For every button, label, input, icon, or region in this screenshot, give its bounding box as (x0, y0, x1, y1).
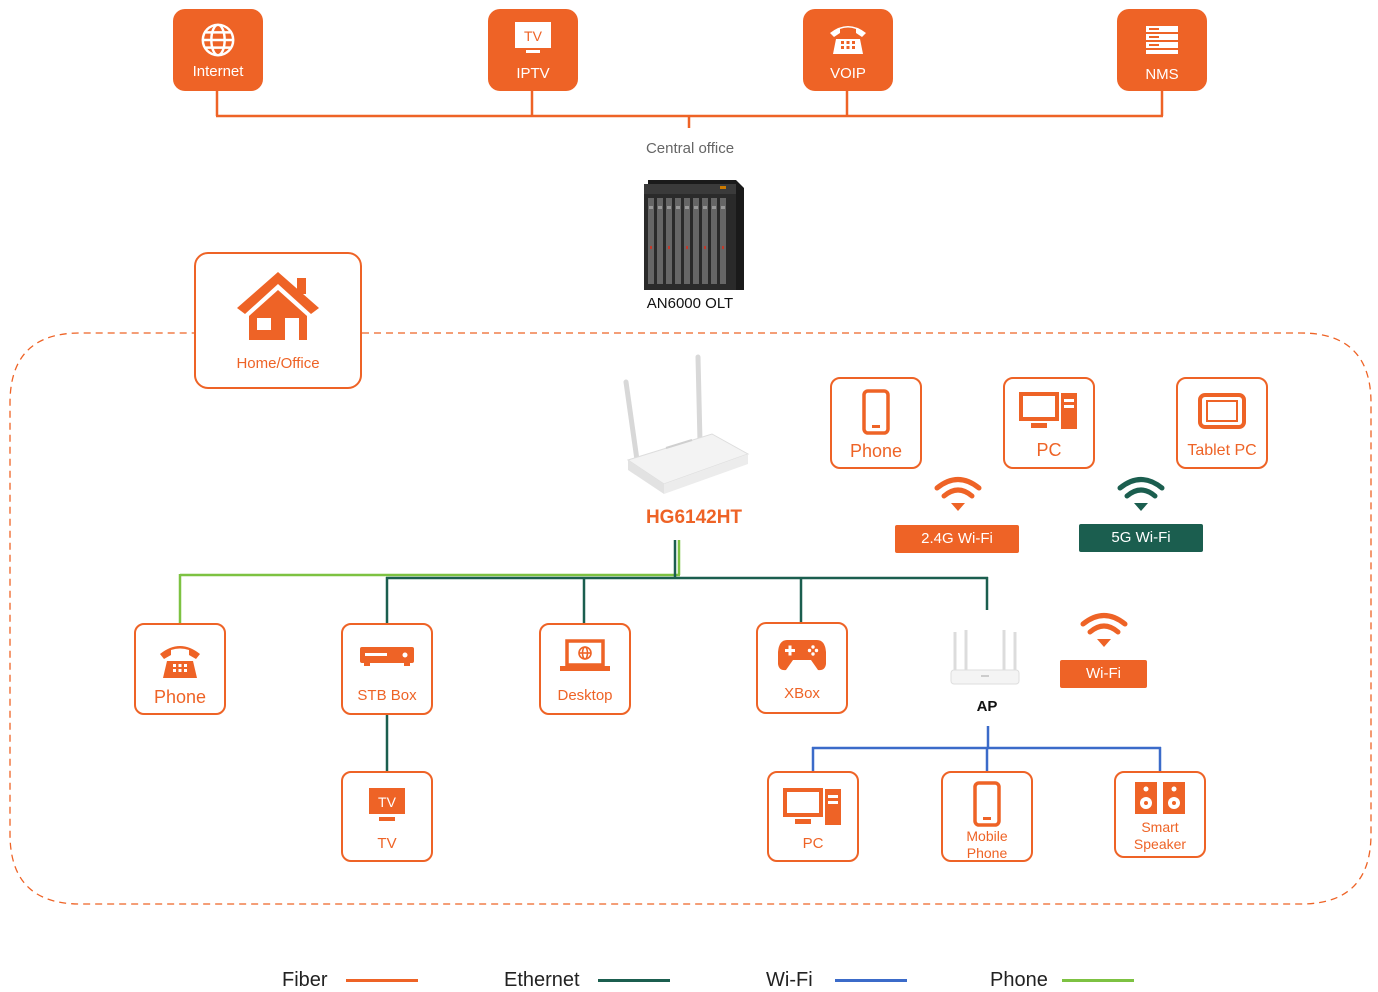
laptop-icon (560, 639, 610, 671)
telephone-icon (160, 646, 200, 678)
legend-swatch (345, 979, 418, 982)
set-top-box-icon (360, 647, 414, 666)
legend-ethernet: Ethernet (504, 969, 670, 992)
ap-image (950, 630, 1020, 685)
service-internet: Internet (173, 9, 263, 91)
legend-swatch (597, 979, 670, 982)
legend-swatch (1061, 979, 1134, 982)
ap-client-speaker: Smart Speaker (1114, 771, 1206, 858)
tv-icon-text: TV (378, 794, 397, 810)
service-label: VOIP (830, 65, 866, 82)
telephone-icon (830, 26, 866, 54)
service-label: IPTV (516, 65, 550, 82)
legend-label: Fiber (282, 969, 328, 991)
smartphone-icon (862, 389, 890, 435)
speaker-icon (1135, 782, 1185, 814)
ont-router-image (623, 354, 750, 494)
ont-label: HG6142HT (645, 507, 743, 528)
device-label: Phone (153, 687, 207, 707)
ethernet-lines (385, 540, 989, 772)
legend-wifi: Wi-Fi (766, 969, 907, 992)
legend-fiber: Fiber (282, 969, 418, 992)
device-label: Mobile Phone (966, 828, 1008, 861)
device-label: TV (377, 835, 397, 852)
wired-device-xbox: XBox (756, 622, 848, 714)
service-voip: VOIP (803, 9, 893, 91)
wifi-device-pc: PC (1003, 377, 1095, 469)
central-office-label: Central office (645, 140, 735, 157)
wifi-24g-tag: 2.4G Wi-Fi (895, 525, 1019, 553)
device-label: Tablet PC (1187, 442, 1257, 459)
tv-icon: TV (515, 22, 551, 53)
device-label: PC (1036, 440, 1062, 460)
device-label: Desktop (557, 687, 613, 704)
fiber-lines (215, 91, 1164, 128)
tv-icon-text: TV (524, 28, 543, 44)
service-label: Internet (192, 63, 244, 80)
server-icon (1146, 26, 1178, 54)
globe-icon (201, 23, 235, 57)
olt-chassis-image (644, 180, 744, 290)
wired-device-stb: STB Box (341, 623, 433, 715)
home-office-boundary (9, 332, 1372, 905)
desktop-pc-icon (1019, 392, 1077, 429)
olt-label: AN6000 OLT (646, 295, 734, 312)
gamepad-icon (778, 640, 826, 671)
legend-swatch (834, 979, 907, 982)
legend-label: Phone (990, 969, 1048, 991)
legend-phone: Phone (990, 969, 1134, 992)
ap-wifi-icon (1080, 613, 1128, 647)
wifi-lines (811, 726, 1162, 772)
service-nms: NMS (1117, 9, 1207, 91)
house-icon (237, 272, 319, 340)
legend-label: Ethernet (504, 969, 580, 991)
smartphone-icon (973, 781, 1001, 827)
wired-device-phone: Phone (134, 623, 226, 715)
ap-client-pc: PC (767, 771, 859, 862)
wifi-device-tablet: Tablet PC (1176, 377, 1268, 469)
wifi-5g-tag: 5G Wi-Fi (1079, 524, 1203, 552)
wifi-device-phone: Phone (830, 377, 922, 469)
tablet-icon (1198, 393, 1246, 429)
home-office-label: Home/Office (236, 355, 320, 372)
service-label: NMS (1145, 66, 1179, 83)
ap-client-mobile: Mobile Phone (941, 771, 1033, 862)
home-office-box: Home/Office (194, 252, 362, 389)
wifi-24g-icon (934, 477, 982, 511)
tv-device: TV TV (341, 771, 433, 862)
desktop-pc-icon (783, 788, 841, 825)
legend-label: Wi-Fi (766, 969, 813, 991)
device-label: Smart Speaker (1133, 819, 1187, 852)
device-label: XBox (784, 685, 820, 702)
service-iptv: TV IPTV (488, 9, 578, 91)
ap-label: AP (976, 698, 998, 715)
phone-lines (178, 540, 681, 624)
device-label: STB Box (357, 687, 417, 704)
device-label: Phone (849, 441, 903, 461)
device-label: PC (802, 835, 824, 852)
wired-device-desktop: Desktop (539, 623, 631, 715)
tv-icon: TV (369, 788, 405, 821)
ap-wifi-tag: Wi-Fi (1060, 660, 1147, 688)
wifi-5g-icon (1117, 477, 1165, 511)
